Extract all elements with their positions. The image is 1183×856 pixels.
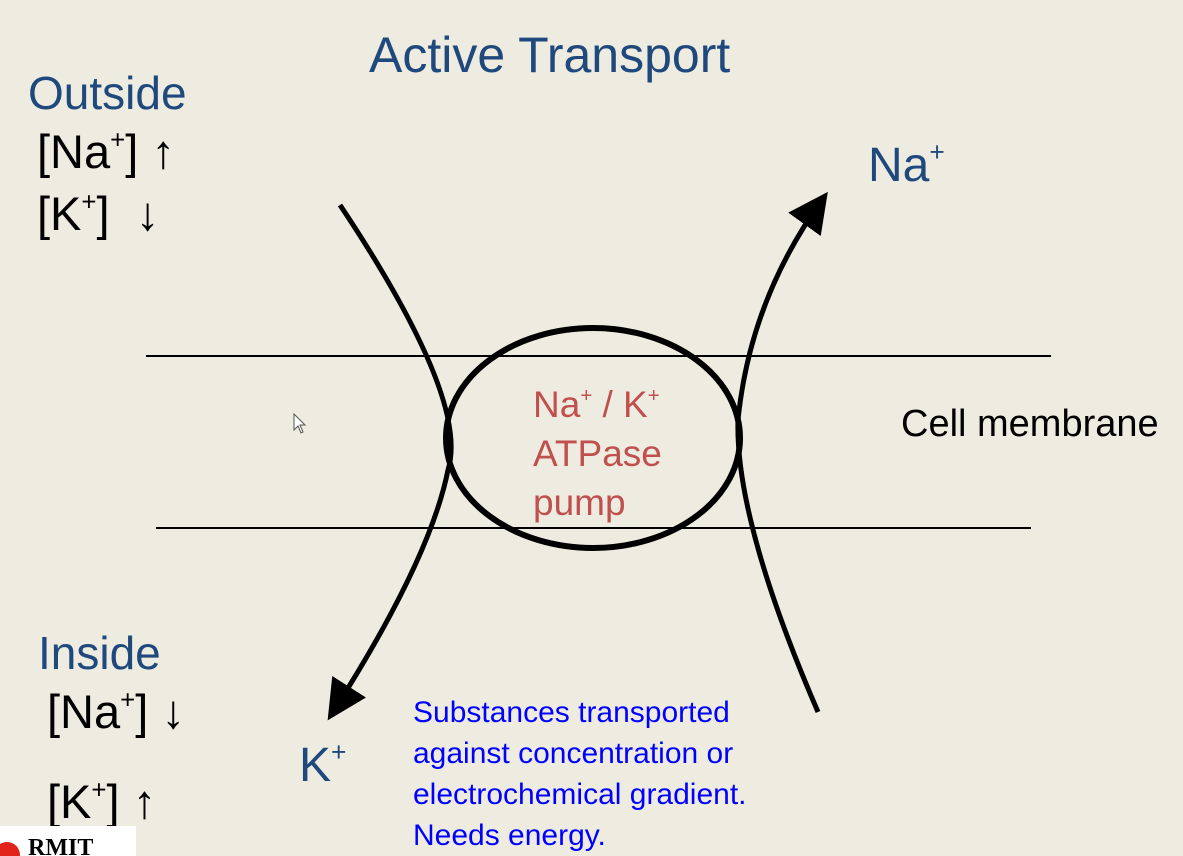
na-ion-label: Na+	[868, 137, 945, 192]
mouse-cursor-icon	[293, 413, 307, 434]
inside-k-concentration: [K+] ↑	[47, 775, 157, 828]
k-transport-arrow	[327, 203, 454, 721]
description-text: Substances transported against concentra…	[413, 696, 747, 852]
logo-dot-icon	[0, 842, 20, 856]
increase-arrow-icon: ↑	[132, 775, 157, 828]
increase-arrow-icon: ↑	[151, 125, 175, 178]
outside-na-concentration: [Na+] ↑	[37, 125, 175, 178]
inside-label: Inside	[38, 627, 161, 679]
k-ion-label: K+	[299, 737, 347, 792]
slide-title: Active Transport	[369, 27, 731, 83]
inside-na-concentration: [Na+] ↓	[47, 685, 185, 738]
rmit-logo: RMIT	[0, 826, 136, 856]
outside-k-concentration: [K+] ↓	[37, 187, 160, 240]
cell-membrane-label: Cell membrane	[901, 403, 1159, 445]
pump-label: Na+ / K+ ATPase pump	[533, 384, 662, 523]
outside-label: Outside	[28, 67, 187, 119]
na-transport-arrow	[735, 191, 828, 713]
decrease-arrow-icon: ↓	[161, 685, 185, 738]
decrease-arrow-icon: ↓	[135, 187, 160, 240]
